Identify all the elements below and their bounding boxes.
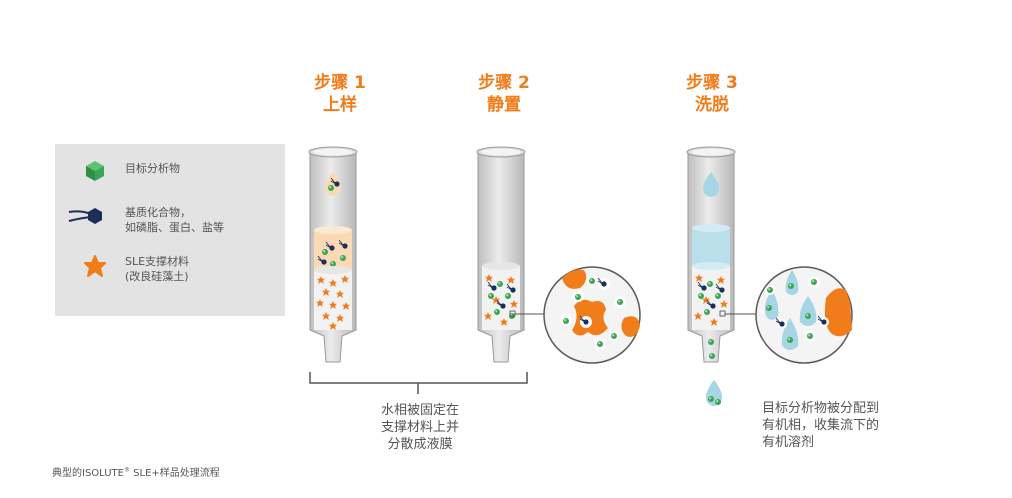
footnote-registered-mark: ® xyxy=(124,466,130,474)
caption-steps-1-2-line-2: 支撑材料上并 xyxy=(380,420,459,435)
green-cube-icon xyxy=(86,161,104,181)
bracket-steps-1-2 xyxy=(309,372,528,394)
legend-item-support: SLE支撑材料 (改良硅藻土) xyxy=(125,254,189,284)
legend-matrix-text-2: 如磷脂、蛋白、盐等 xyxy=(125,221,224,234)
orange-star-icon xyxy=(84,255,106,277)
footnote: 典型的ISOLUTE® SLE+样品处理流程 xyxy=(52,464,220,479)
tube-step-3 xyxy=(686,146,853,406)
zoom-circle-step-2 xyxy=(543,266,641,364)
footnote-prefix: 典型的ISOLUTE xyxy=(52,468,124,479)
legend-analyte-text: 目标分析物 xyxy=(125,162,180,175)
tube-step-2 xyxy=(476,146,641,364)
caption-step-3-line-3: 有机溶剂 xyxy=(762,435,815,450)
caption-step-3: 目标分析物被分配到 有机相，收集流下的 有机溶剂 xyxy=(762,400,922,451)
legend-support-text-2: (改良硅藻土) xyxy=(125,270,189,283)
step-3-title: 步骤 3 洗脱 xyxy=(652,72,772,116)
step-2-title: 步骤 2 静置 xyxy=(444,72,564,116)
legend-matrix-text-1: 基质化合物， xyxy=(125,206,191,219)
step-2-label: 步骤 2 xyxy=(478,73,530,93)
caption-step-3-line-2: 有机相，收集流下的 xyxy=(762,418,880,433)
step-1-name: 上样 xyxy=(323,95,357,115)
matrix-compound-icon xyxy=(68,208,102,224)
caption-steps-1-2-line-1: 水相被固定在 xyxy=(380,403,459,418)
legend-icons xyxy=(68,161,106,277)
tube-step-1 xyxy=(308,146,358,363)
caption-steps-1-2: 水相被固定在 支撑材料上并 分散成液膜 xyxy=(360,402,480,453)
step-1-label: 步骤 1 xyxy=(314,73,366,93)
caption-step-3-line-1: 目标分析物被分配到 xyxy=(762,401,880,416)
footnote-suffix: SLE+样品处理流程 xyxy=(130,468,220,479)
legend-panel: 目标分析物 基质化合物， 如磷脂、蛋白、盐等 SLE支撑材料 (改良硅藻土) xyxy=(55,144,285,316)
legend-item-analyte: 目标分析物 xyxy=(125,161,180,176)
step-3-name: 洗脱 xyxy=(695,95,729,115)
legend-item-matrix: 基质化合物， 如磷脂、蛋白、盐等 xyxy=(125,205,224,235)
caption-steps-1-2-line-3: 分散成液膜 xyxy=(387,437,453,452)
legend-support-text-1: SLE支撑材料 xyxy=(125,255,190,268)
zoom-circle-step-3 xyxy=(755,266,853,364)
step-3-label: 步骤 3 xyxy=(686,73,738,93)
step-1-title: 步骤 1 上样 xyxy=(280,72,400,116)
step-2-name: 静置 xyxy=(487,95,521,115)
